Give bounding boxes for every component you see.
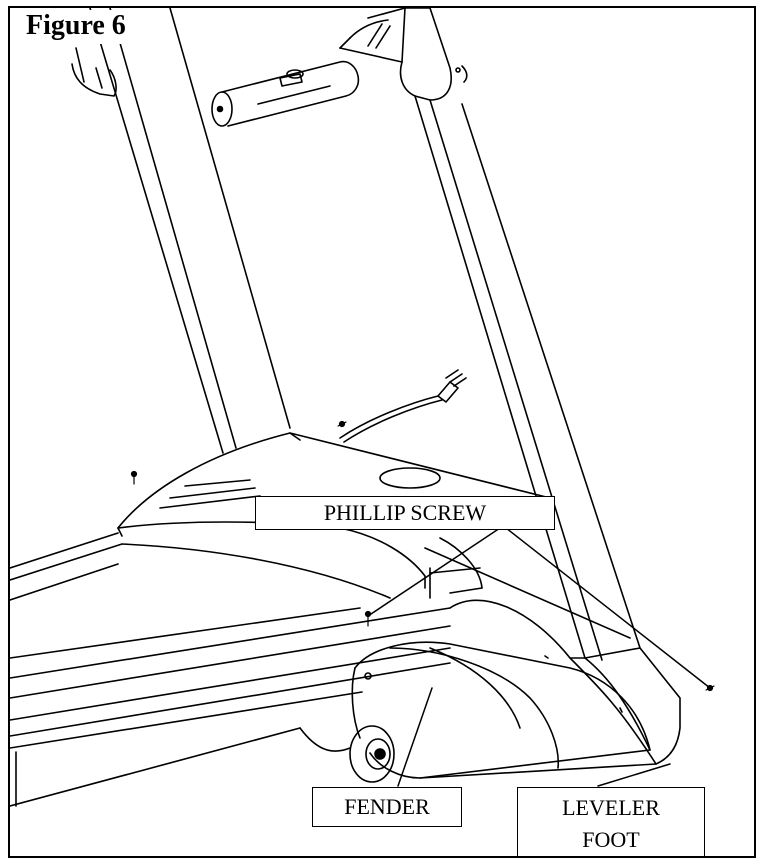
treadmill-drawing (10, 8, 715, 807)
front-roller (299, 725, 395, 783)
figure-frame: Figure 6 PHILLIP SCREW FENDER LEVELER FO… (8, 6, 756, 858)
leader-lines (367, 527, 711, 787)
fender-label: FENDER (312, 787, 462, 827)
fender (351, 641, 651, 779)
side-frame (424, 537, 631, 639)
leveler-label-line1: LEVELER (562, 795, 660, 820)
right-upright (414, 95, 641, 661)
phillip-screw-label: PHILLIP SCREW (255, 496, 555, 530)
handlebar-grip (211, 60, 360, 127)
leader-leveler (597, 763, 671, 787)
left-upright (89, 8, 291, 454)
figure-title: Figure 6 (22, 10, 132, 44)
base-housing (419, 599, 681, 779)
leader-phillip-2 (505, 527, 711, 689)
left-handlebar-stub (71, 47, 117, 97)
leveler-foot-label: LEVELER FOOT (517, 787, 705, 856)
leveler-label-line2: FOOT (582, 827, 640, 852)
leader-fender (397, 687, 433, 787)
treadmill-deck (10, 532, 451, 807)
power-cord (339, 369, 467, 443)
right-handlebar (339, 8, 468, 101)
leader-phillip-1 (367, 527, 501, 617)
